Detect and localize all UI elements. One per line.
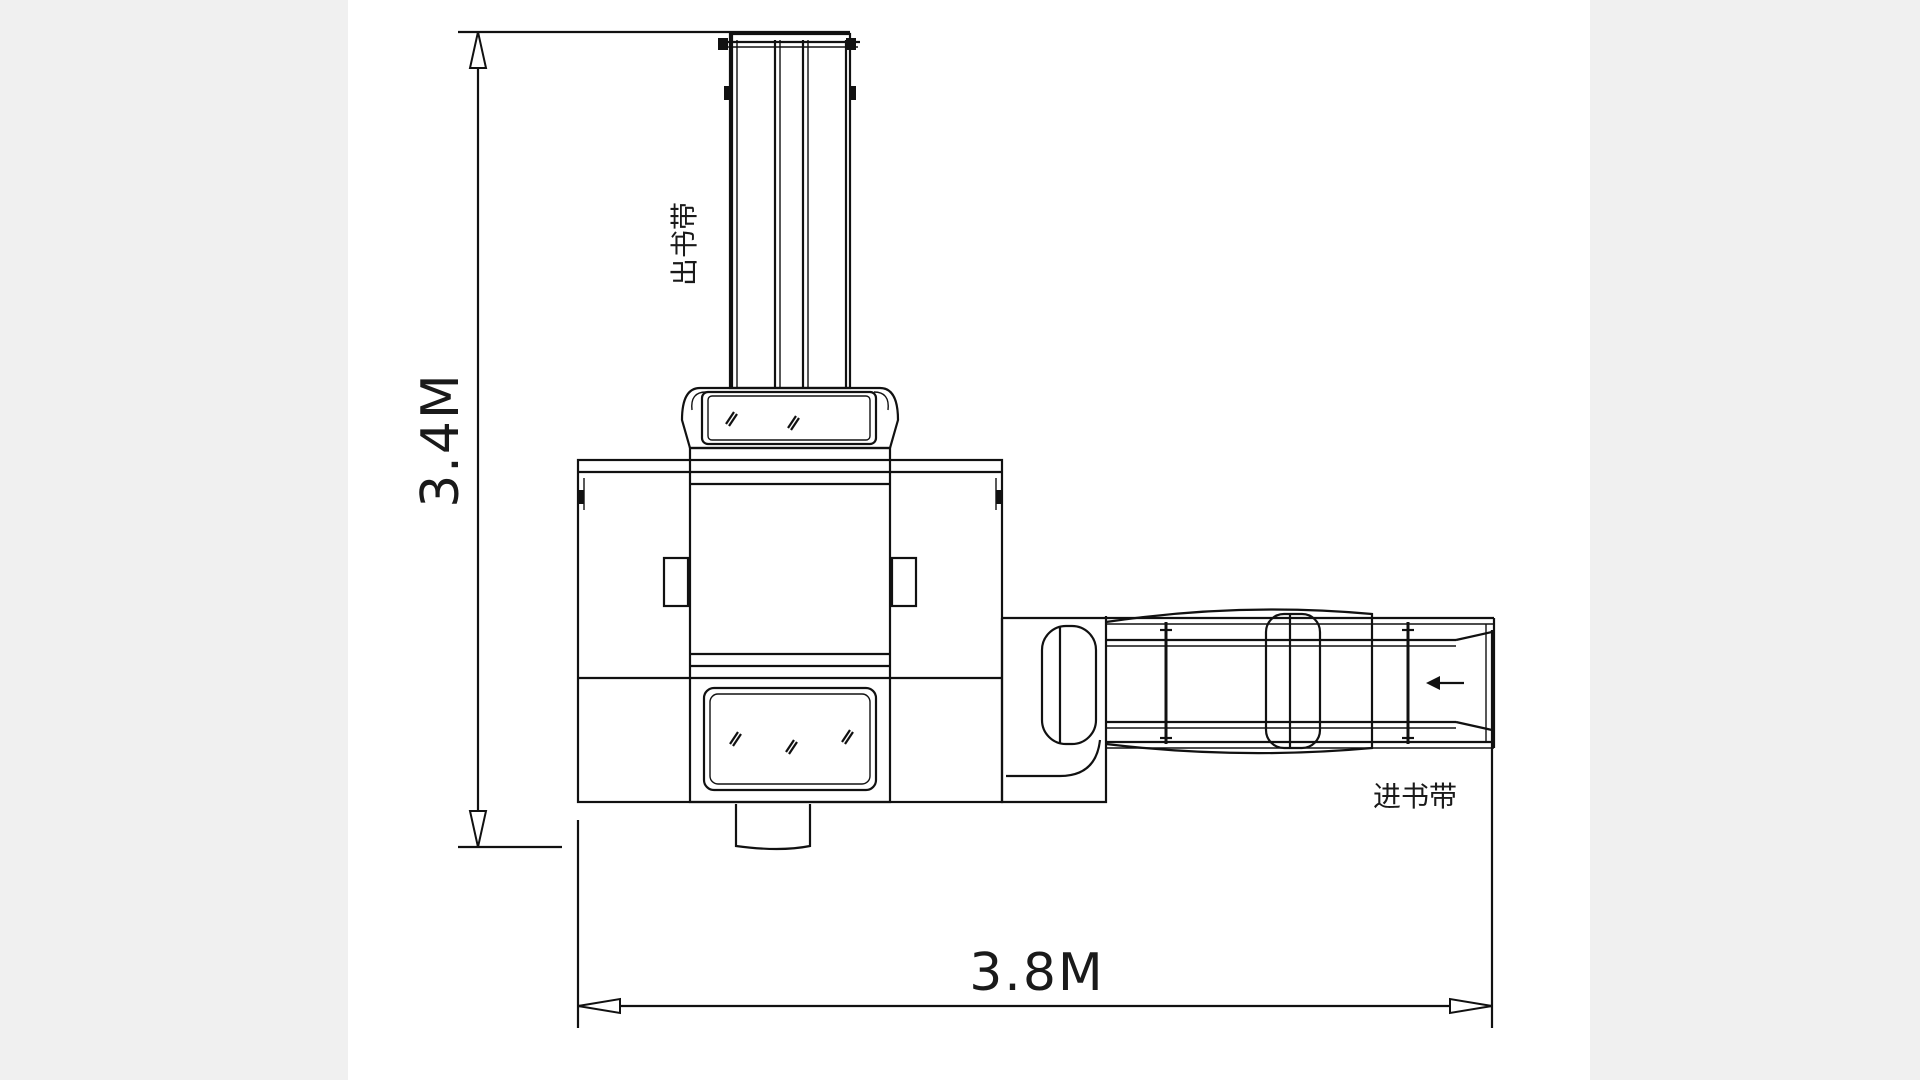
bottom-foot: [734, 804, 812, 851]
output-belt-clamp-left: [718, 38, 728, 50]
top-window: [700, 390, 878, 446]
width-arrow-left: [577, 997, 621, 1015]
left-handle: [662, 556, 690, 608]
input-belt-connector: [1000, 616, 1108, 804]
main-machine-body: [576, 446, 1004, 851]
height-dimension: 3.4M: [411, 30, 850, 849]
height-arrow-top: [468, 31, 488, 69]
input-conveyor-belt: 进书带: [1105, 608, 1496, 813]
right-handle: [890, 556, 918, 608]
top-hood: [680, 386, 900, 450]
height-arrow-bottom: [468, 810, 488, 848]
top-hood-outline: [680, 386, 900, 450]
output-belt-label: 出书带: [668, 202, 701, 286]
output-belt-clamp-right: [846, 38, 856, 50]
input-roller: [1040, 624, 1098, 746]
lower-window: [702, 686, 878, 792]
center-column: [688, 446, 892, 804]
width-arrow-right: [1449, 997, 1493, 1015]
width-dimension: 3.8M: [576, 630, 1494, 1028]
input-belt-label: 进书带: [1373, 780, 1457, 813]
glass-mark: [725, 411, 735, 425]
output-conveyor-belt: 出书带: [668, 32, 860, 390]
height-dimension-label: 3.4M: [411, 372, 471, 508]
drawing-sheet: [348, 0, 1590, 1080]
input-belt-guide: [1264, 612, 1322, 750]
output-belt-frame: [728, 32, 852, 390]
width-dimension-label: 3.8M: [969, 943, 1105, 1003]
